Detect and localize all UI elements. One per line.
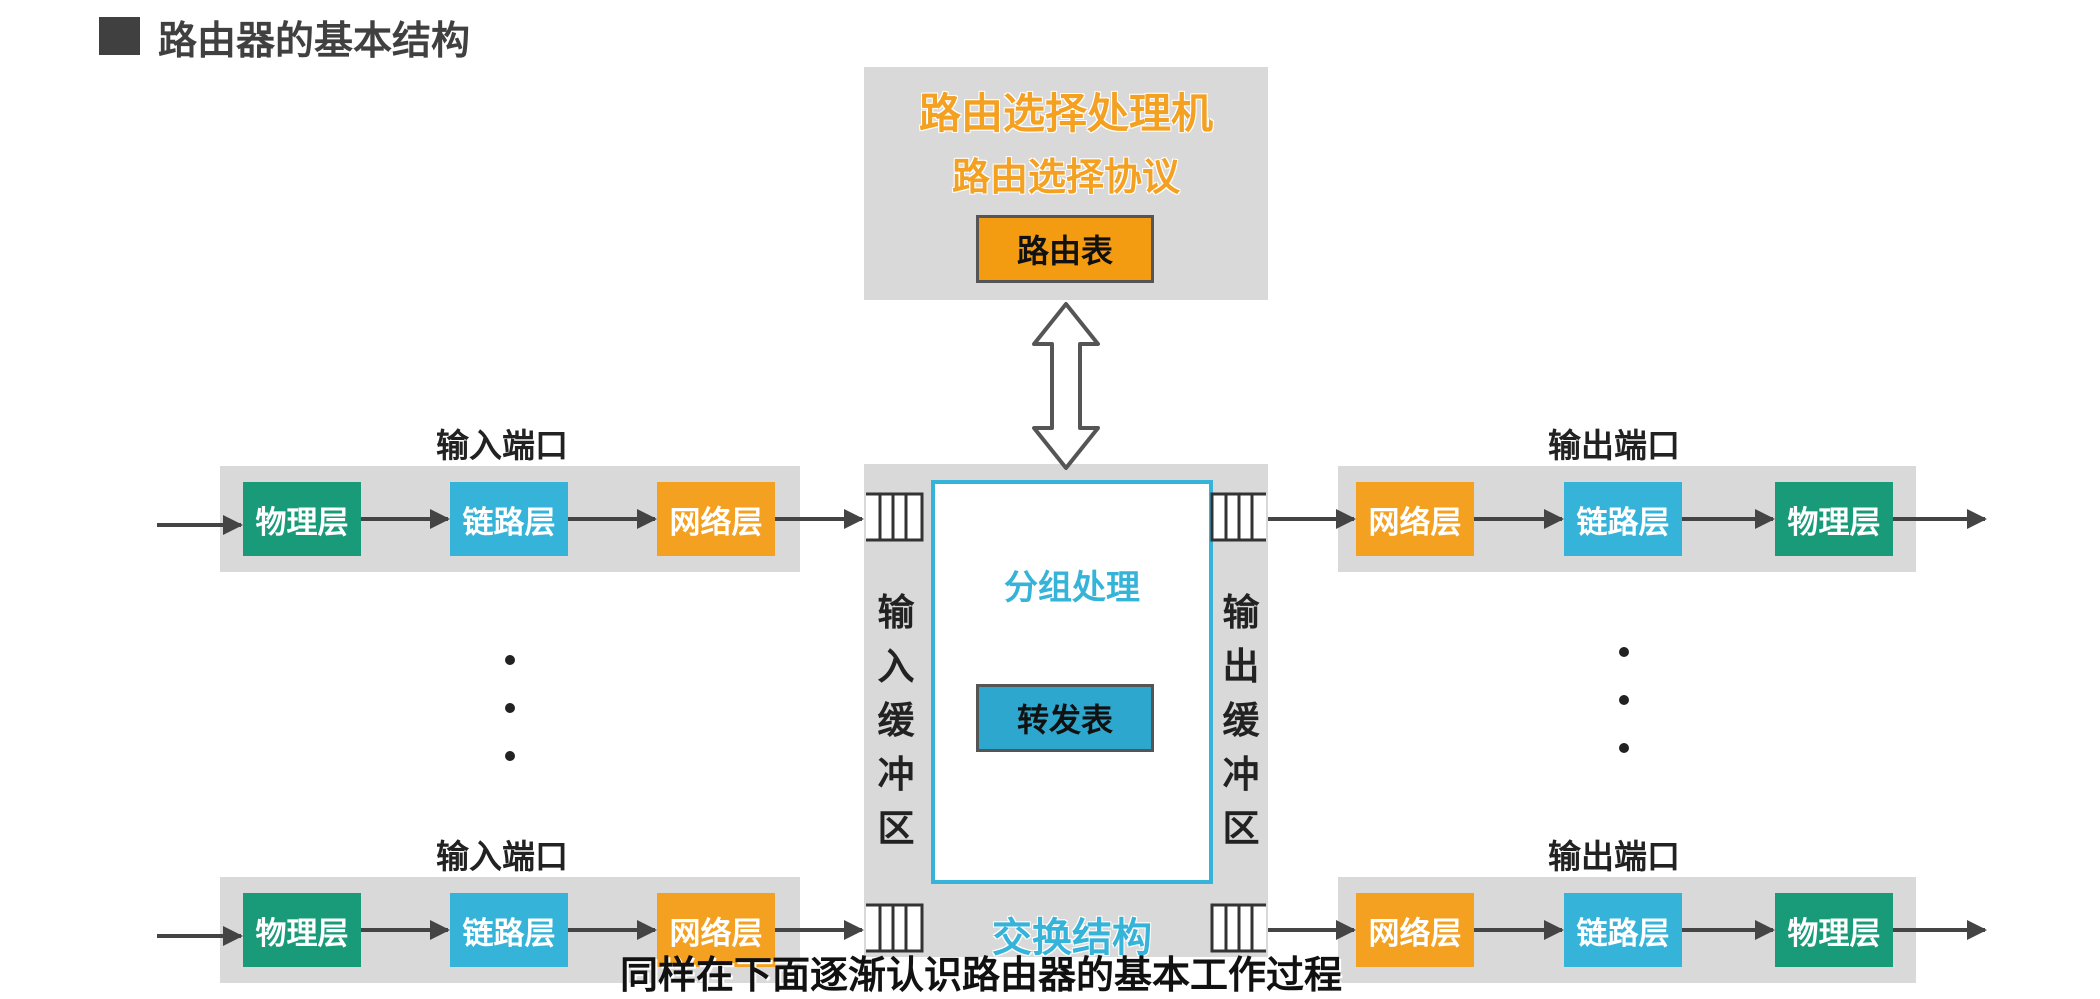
output-link-layer: 链路层 (1564, 482, 1682, 556)
connector-overlay (157, 302, 1987, 953)
output-buffer-queue-icon (1210, 492, 1266, 542)
group-processing-label: 分组处理 (1004, 568, 1140, 608)
input-physical-layer: 物理层 (243, 893, 361, 967)
routing-table-box: 路由表 (976, 215, 1154, 283)
dot (1619, 647, 1629, 657)
output-physical-layer: 物理层 (1775, 893, 1893, 967)
buffer-label-char: 缓 (877, 699, 915, 742)
input-port-label: 输入端口 (436, 426, 568, 465)
buffer-label-char: 出 (1222, 645, 1260, 688)
buffer-label-char: 入 (877, 645, 915, 688)
dot (505, 751, 515, 761)
dot (1619, 743, 1629, 753)
dot (505, 655, 515, 665)
dot (1619, 695, 1629, 705)
buffer-label-char: 区 (877, 807, 915, 850)
buffer-label-char: 冲 (1222, 753, 1260, 796)
output-network-layer: 网络层 (1356, 482, 1474, 556)
routing-protocol-label: 路由选择协议 (951, 155, 1180, 199)
buffer-label-char: 输 (877, 591, 915, 634)
output-buffer-queue-icon (1210, 903, 1266, 953)
double-arrow-icon (1032, 302, 1100, 470)
input-network-layer: 网络层 (657, 482, 775, 556)
input-physical-layer: 物理层 (243, 482, 361, 556)
input-buffer-queue-icon (866, 903, 924, 953)
dot (505, 703, 515, 713)
title-square-icon (99, 17, 140, 55)
buffer-label-char: 区 (1222, 807, 1260, 850)
input-buffer-label: 输入缓冲区 (876, 586, 916, 856)
page-title: 路由器的基本结构 (158, 19, 471, 64)
output-network-layer: 网络层 (1356, 893, 1474, 967)
buffer-label-char: 冲 (877, 753, 915, 796)
output-physical-layer: 物理层 (1775, 482, 1893, 556)
switch-fabric-label: 交换结构 (992, 915, 1152, 961)
input-link-layer: 链路层 (450, 482, 568, 556)
forwarding-table-box: 转发表 (976, 684, 1154, 752)
input-buffer-queue-icon (866, 492, 924, 542)
input-link-layer: 链路层 (450, 893, 568, 967)
input-network-layer: 网络层 (657, 893, 775, 967)
output-link-layer: 链路层 (1564, 893, 1682, 967)
buffer-label-char: 输 (1222, 591, 1260, 634)
video-subtitle: 同样在下面逐渐认识路由器的基本工作过程 (620, 953, 1343, 997)
switch-fabric-inner (931, 480, 1213, 884)
output-port-label: 输出端口 (1548, 837, 1680, 876)
input-ellipsis (505, 655, 515, 799)
routing-processor-title: 路由选择处理机 (918, 89, 1213, 138)
buffer-label-char: 缓 (1222, 699, 1260, 742)
input-port-label: 输入端口 (436, 837, 568, 876)
output-port-label: 输出端口 (1548, 426, 1680, 465)
output-buffer-label: 输出缓冲区 (1221, 586, 1261, 856)
output-ellipsis (1619, 647, 1629, 791)
